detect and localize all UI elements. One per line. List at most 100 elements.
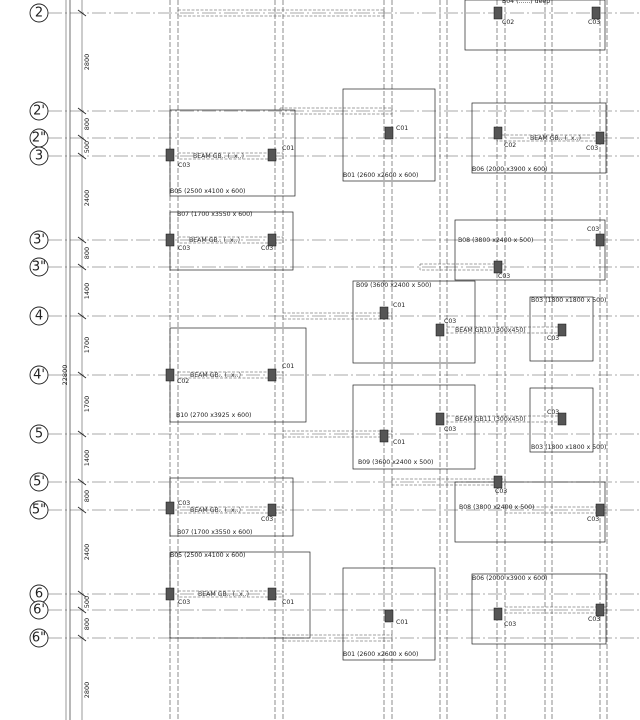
beam-label-7: BEAM GB.. (..x..): [530, 135, 581, 142]
beam-label-6: BEAM GB.. (..x..): [198, 591, 249, 598]
dimension-segment-12: 800: [83, 618, 91, 630]
dimension-tick-0: [77, 9, 87, 17]
dimension-tick-7: [77, 371, 87, 379]
grid-label-9: 5': [33, 475, 45, 490]
grid-label-2: 2": [32, 131, 46, 146]
column-label-24: C01: [282, 599, 294, 606]
column-14: [267, 368, 277, 382]
dimension-segment-10: 2400: [83, 544, 91, 561]
dimension-tick-1: [77, 107, 87, 115]
column-label-22: C03: [587, 516, 599, 523]
dimension-tick-13: [77, 634, 87, 642]
footing-label-3: B05 (2500 x4100 x 600): [170, 188, 245, 195]
footing-9: [352, 384, 476, 470]
footing-label-9: B09 (3600 x2400 x 500): [358, 459, 433, 466]
column-9: [595, 233, 605, 247]
footing-label-2: B06 (2000 x3900 x 600): [472, 166, 547, 173]
grid-label-10: 5": [32, 503, 46, 518]
beam-label-3: BEAM GB11 (300x450): [455, 416, 526, 423]
column-3: [493, 126, 503, 140]
grid-bubble-5: [29, 257, 49, 277]
column-13: [557, 323, 567, 337]
footing-14: [471, 573, 607, 645]
beam-label-4: BEAM GB.. (..x..): [190, 372, 241, 379]
column-26: [493, 607, 503, 621]
column-label-14: C01: [282, 363, 294, 370]
column-27: [595, 603, 605, 617]
column-label-17: C03: [444, 426, 456, 433]
dimension-tick-8: [77, 430, 87, 438]
dimension-segment-0: 2800: [83, 54, 91, 71]
dimension-tick-5: [77, 263, 87, 271]
footing-label-8: B10 (2700 x3925 x 600): [176, 412, 251, 419]
grid-bubble-1: [29, 101, 49, 121]
column-label-11: C01: [393, 302, 405, 309]
footing-label-11: B07 (1700 x3550 x 600): [177, 529, 252, 536]
column-17: [435, 412, 445, 426]
dimension-total: 22800: [61, 365, 69, 386]
column-lines-layer: [69, 0, 608, 720]
grid-bubble-6: [29, 306, 49, 326]
dimension-segment-13: 2800: [83, 682, 91, 699]
footing-5: [454, 219, 606, 281]
column-label-13: C03: [547, 335, 559, 342]
dimension-tick-10: [77, 506, 87, 514]
beam-11: [391, 478, 506, 486]
dimension-tick-11: [77, 590, 87, 598]
grid-label-4: 3': [33, 233, 45, 248]
beam-0: [177, 9, 385, 17]
beam-9: [282, 430, 393, 438]
dimension-tick-2: [77, 134, 87, 142]
footing-label-14: B06 (2000 x3900 x 600): [472, 575, 547, 582]
beam-label-5: BEAM GB.. (..x..): [190, 507, 241, 514]
footing-label-4: B07 (1700 x3550 x 600): [177, 211, 252, 218]
column-label-10: C03: [498, 273, 510, 280]
column-6: [165, 148, 175, 162]
grid-label-8: 5: [35, 427, 43, 442]
grid-bubbles: 22'2"33'3"44'55'5"66'6": [29, 3, 49, 648]
grid-bubble-4: [29, 230, 49, 250]
grid-bubble-12: [29, 600, 49, 620]
column-18: [557, 412, 567, 426]
footing-label-1: B01 (2600 x2600 x 600): [343, 172, 418, 179]
column-0: [493, 6, 503, 20]
footing-12: [454, 481, 606, 543]
dimension-segment-2: 500: [83, 141, 91, 153]
footing-label-13: B05 (2500 x4100 x 600): [170, 552, 245, 559]
footing-label-15: B01 (2600 x2600 x 600): [343, 651, 418, 658]
grid-lines-layer: [48, 12, 640, 639]
dimension-tick-3: [77, 152, 87, 160]
grid-label-1: 2': [33, 104, 45, 119]
footing-2: [471, 102, 607, 174]
column-label-20: C03: [178, 500, 190, 507]
grid-bubble-0: [29, 3, 49, 23]
column-21: [267, 503, 277, 517]
beam-3: [496, 134, 608, 142]
footing-15: [342, 567, 436, 661]
footing-6: [352, 280, 476, 364]
beam-14: [177, 590, 284, 598]
dimension-segment-6: 1700: [83, 337, 91, 354]
grid-label-13: 6": [32, 631, 46, 646]
column-16: [379, 429, 389, 443]
column-10: [493, 260, 503, 274]
dimension-segment-3: 2400: [83, 190, 91, 207]
dimension-segment-9: 800: [83, 490, 91, 502]
column-label-4: C03: [586, 145, 598, 152]
grid-label-12: 6': [33, 603, 45, 618]
grid-label-7: 4': [33, 368, 45, 383]
footing-label-7: B03 (1800 x1800 x 500): [531, 297, 606, 304]
grid-bubble-8: [29, 424, 49, 444]
beam-6: [282, 312, 393, 320]
beam-16: [282, 634, 393, 642]
column-label-27: C03: [588, 616, 600, 623]
column-label-9: C03: [587, 226, 599, 233]
grid-bubble-7: [29, 365, 49, 385]
grid-bubble-10: [29, 500, 49, 520]
column-1: [591, 6, 601, 20]
column-label-8: C03: [261, 245, 273, 252]
grid-label-6: 4: [35, 309, 43, 324]
beam-13: [504, 506, 608, 514]
footing-label-0: B04 (......) deep: [502, 0, 550, 5]
